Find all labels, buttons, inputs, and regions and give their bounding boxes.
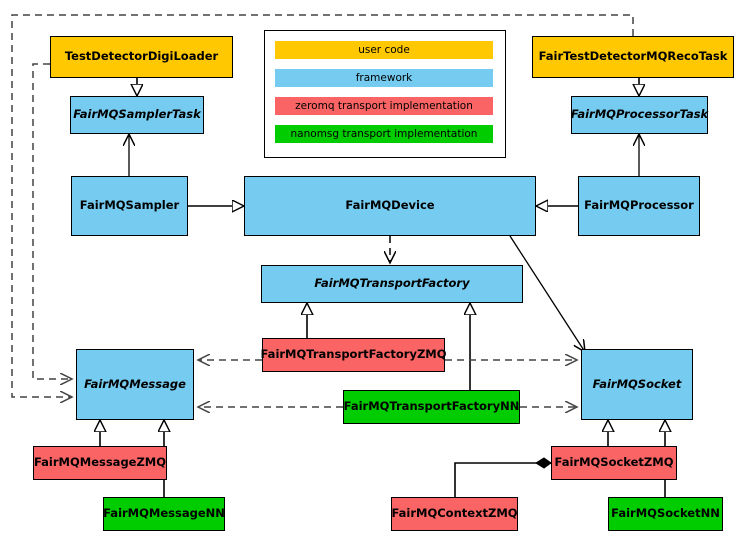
- class-node-FairMQSocketNN[interactable]: FairMQSocketNN: [608, 497, 723, 531]
- legend-item-framework: framework: [275, 69, 493, 87]
- class-node-FairMQSamplerTask[interactable]: FairMQSamplerTask: [70, 96, 204, 134]
- class-node-FairMQMessage[interactable]: FairMQMessage: [76, 349, 194, 420]
- legend-item-user-code: user code: [275, 41, 493, 59]
- class-node-FairMQProcessorTask[interactable]: FairMQProcessorTask: [571, 96, 708, 134]
- legend-item-nanomsg: nanomsg transport implementation: [275, 125, 493, 143]
- legend-label-nanomsg: nanomsg transport implementation: [290, 128, 478, 140]
- class-node-TestDetectorDigiLoader[interactable]: TestDetectorDigiLoader: [50, 36, 233, 78]
- edge-device-socket: [509, 235, 585, 352]
- edge-socketzmq-contextzmq: [454, 457, 552, 497]
- class-node-FairMQTransportFactory[interactable]: FairMQTransportFactory: [261, 265, 523, 303]
- class-node-FairMQSocket[interactable]: FairMQSocket: [581, 349, 693, 420]
- legend-label-user-code: user code: [358, 44, 410, 56]
- class-node-FairTestDetectorMQRecoTask[interactable]: FairTestDetectorMQRecoTask: [532, 36, 734, 78]
- class-node-FairMQMessageZMQ[interactable]: FairMQMessageZMQ: [33, 446, 167, 480]
- edge-recotask-message: [11, 14, 634, 397]
- class-node-FairMQMessageNN[interactable]: FairMQMessageNN: [103, 497, 225, 531]
- legend-item-zeromq: zeromq transport implementation: [275, 97, 493, 115]
- legend-label-zeromq: zeromq transport implementation: [295, 100, 473, 112]
- class-node-FairMQTransportFactoryNN[interactable]: FairMQTransportFactoryNN: [343, 390, 520, 424]
- class-node-FairMQSampler[interactable]: FairMQSampler: [71, 176, 188, 236]
- class-node-FairMQSocketZMQ[interactable]: FairMQSocketZMQ: [551, 446, 677, 480]
- class-node-FairMQProcessor[interactable]: FairMQProcessor: [578, 176, 700, 236]
- edge-digiloader-message: [32, 63, 72, 379]
- class-node-FairMQContextZMQ[interactable]: FairMQContextZMQ: [391, 497, 518, 531]
- legend-label-framework: framework: [355, 72, 413, 84]
- class-node-FairMQDevice[interactable]: FairMQDevice: [244, 176, 536, 236]
- legend: user code framework zeromq transport imp…: [264, 30, 506, 158]
- class-node-FairMQTransportFactoryZMQ[interactable]: FairMQTransportFactoryZMQ: [261, 338, 447, 372]
